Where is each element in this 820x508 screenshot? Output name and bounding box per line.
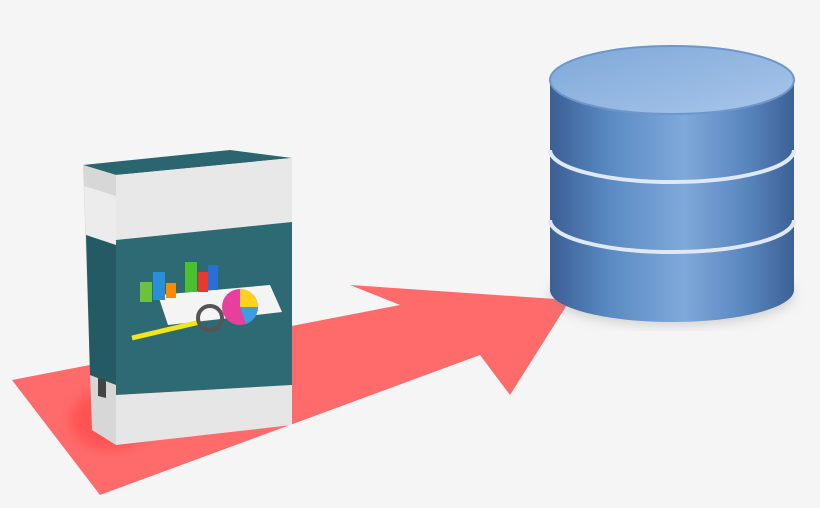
software-box-icon (70, 150, 292, 450)
barcode-icon (98, 378, 106, 398)
chart-artwork-icon (131, 262, 282, 341)
database-icon (548, 45, 796, 325)
